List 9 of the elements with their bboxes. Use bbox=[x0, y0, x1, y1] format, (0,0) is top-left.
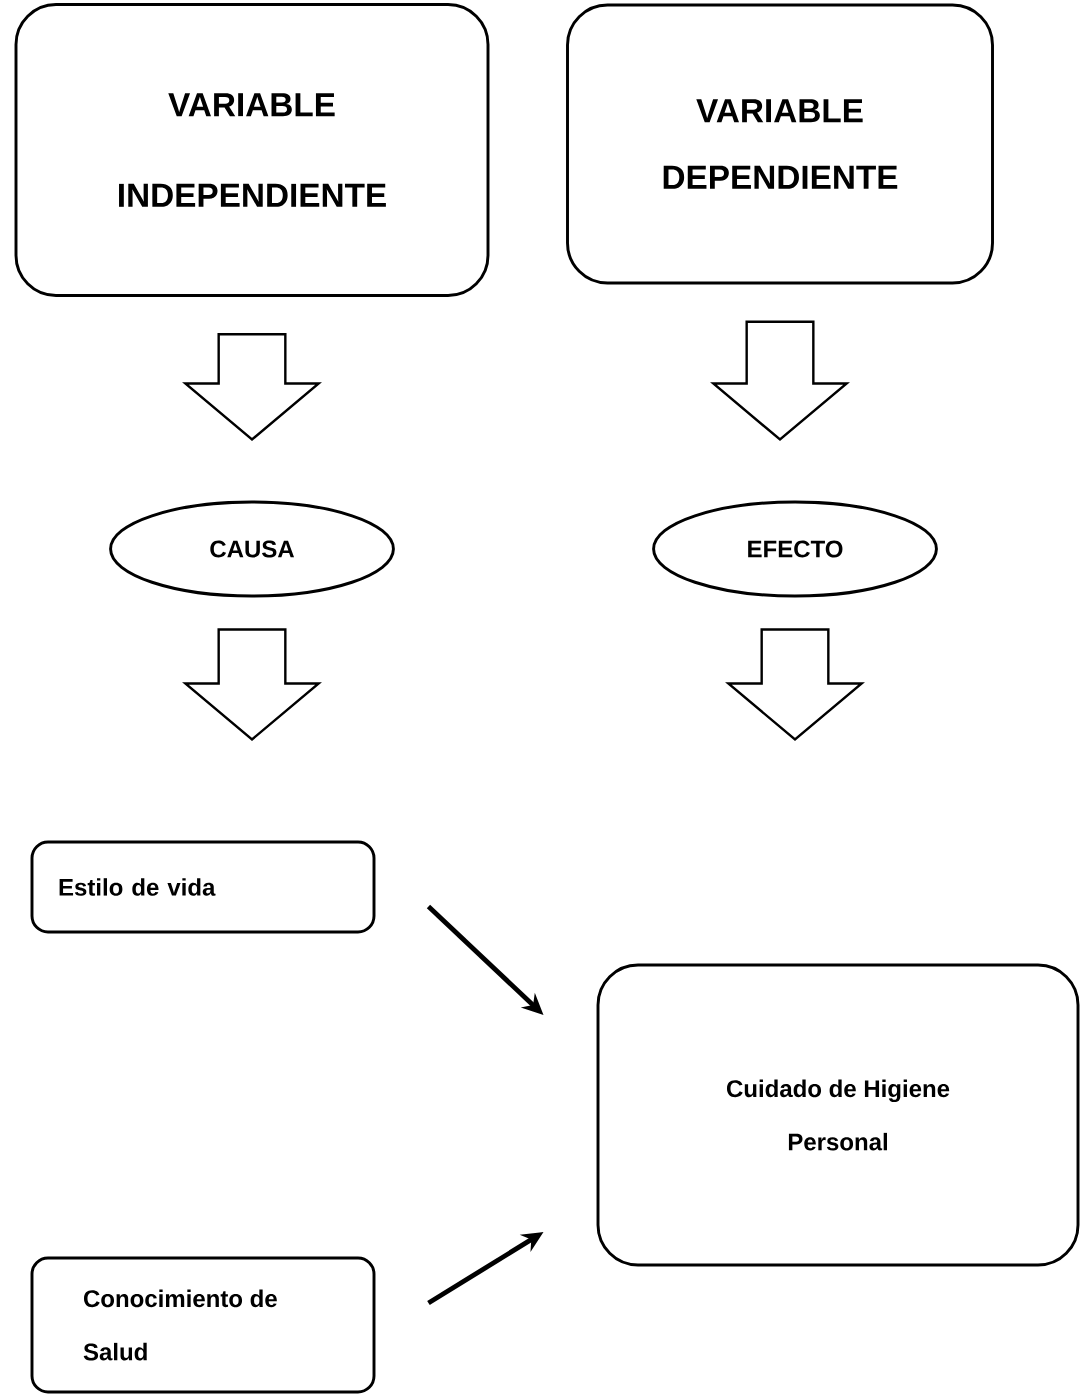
factor-box: Estilo de vida bbox=[30, 840, 376, 934]
block-arrow bbox=[182, 333, 322, 442]
block-arrow bbox=[725, 628, 865, 742]
block-arrow bbox=[710, 320, 850, 442]
block-arrow bbox=[182, 628, 322, 742]
factor-box: Conocimiento de Salud bbox=[30, 1256, 376, 1394]
outcome-box: Cuidado de Higiene Personal bbox=[596, 963, 1080, 1267]
variable-box: VARIABLE INDEPENDIENTE bbox=[14, 3, 490, 297]
variable-box: VARIABLE DEPENDIENTE bbox=[566, 3, 994, 285]
